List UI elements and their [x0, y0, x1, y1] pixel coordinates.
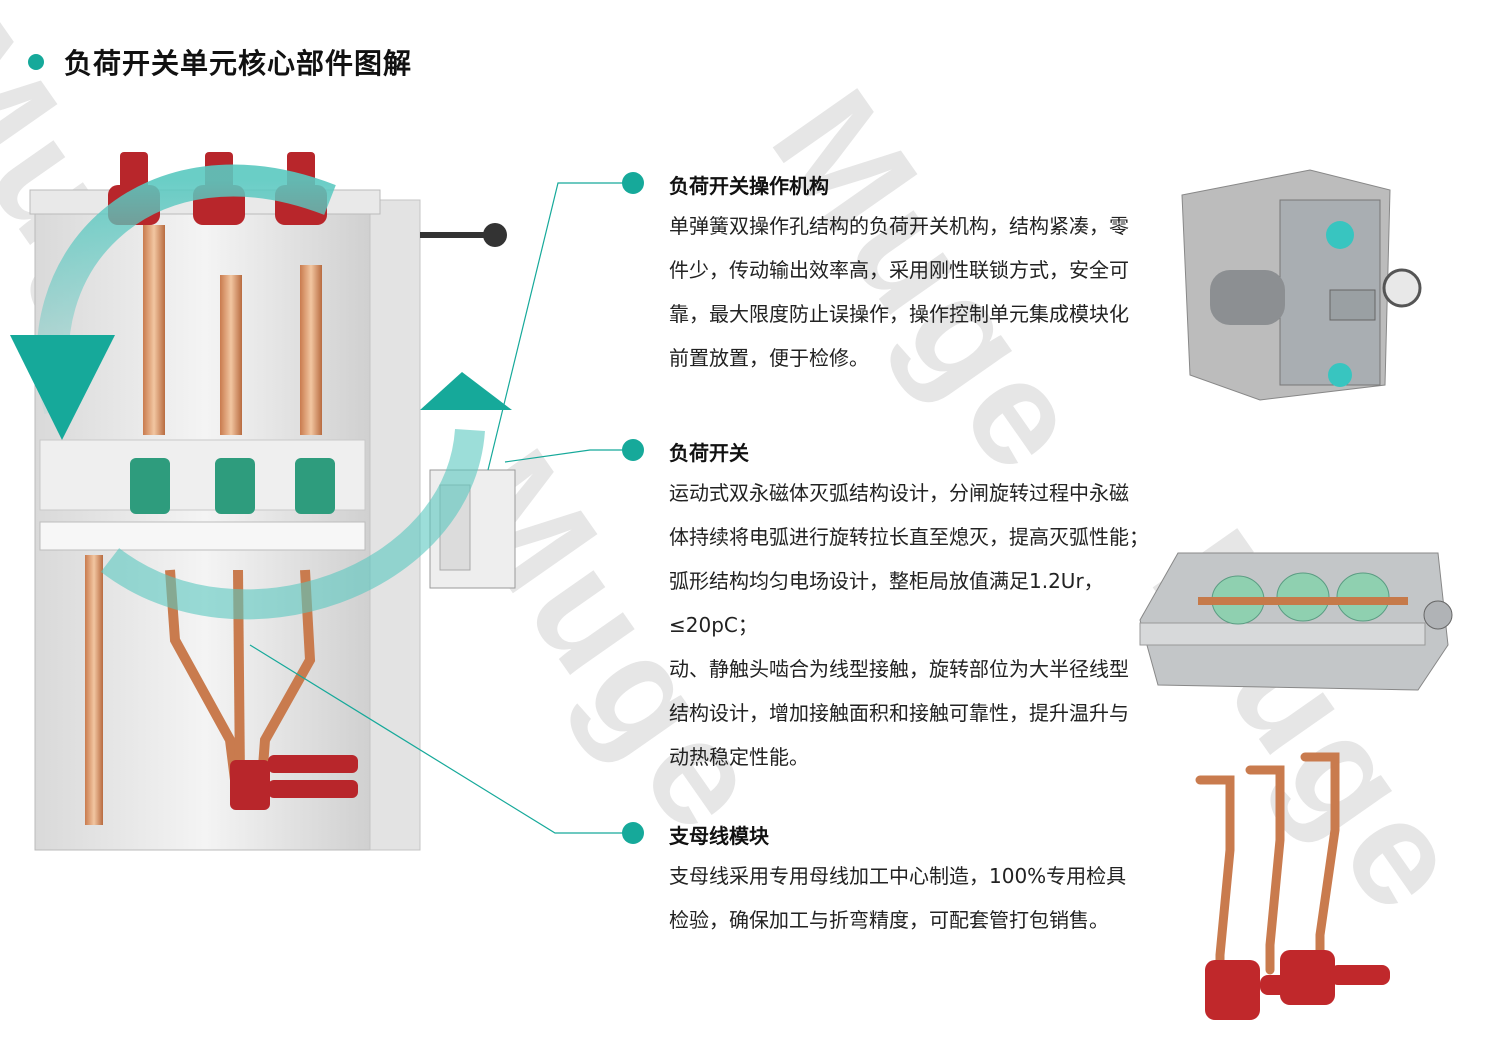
section-paragraph: 动、静触头啮合为线型接触，旋转部位为大半径线型结构设计，增加接触面积和接触可靠性…: [669, 657, 1129, 769]
section-paragraph: 支母线采用专用母线加工中心制造，100%专用检具检验，确保加工与折弯精度，可配套…: [669, 864, 1127, 932]
section-load-switch: 负荷开关 运动式双永磁体灭弧结构设计，分闸旋转过程中永磁体持续将电弧进行旋转拉长…: [622, 439, 1159, 779]
title-bullet: [28, 54, 44, 70]
section-body: 支母线采用专用母线加工中心制造，100%专用检具检验，确保加工与折弯精度，可配套…: [669, 854, 1139, 942]
section-body: 单弹簧双操作孔结构的负荷开关机构，结构紧凑，零件少，传动输出效率高，采用刚性联锁…: [669, 204, 1139, 380]
page-header: 负荷开关单元核心部件图解: [28, 42, 412, 82]
operating-mechanism-image: [1181, 169, 1422, 401]
section-body: 运动式双永磁体灭弧结构设计，分闸旋转过程中永磁体持续将电弧进行旋转拉长直至熄灭，…: [669, 471, 1159, 779]
section-title: 负荷开关操作机构: [669, 174, 829, 198]
section-title: 负荷开关: [669, 441, 749, 465]
page-title: 负荷开关单元核心部件图解: [64, 47, 413, 80]
section-bullet: [622, 439, 644, 461]
section-operating-mechanism: 负荷开关操作机构 单弹簧双操作孔结构的负荷开关机构，结构紧凑，零件少，传动输出效…: [622, 172, 1142, 372]
section-bullet: [622, 822, 644, 844]
load-switch-image: [1139, 552, 1453, 691]
section-paragraph: 运动式双永磁体灭弧结构设计，分闸旋转过程中永磁体持续将电弧进行旋转拉长直至熄灭，…: [669, 481, 1159, 637]
section-paragraph: 单弹簧双操作孔结构的负荷开关机构，结构紧凑，零件少，传动输出效率高，采用刚性联锁…: [669, 214, 1129, 370]
cabinet-illustration: [10, 152, 516, 851]
section-bullet: [622, 172, 644, 194]
busbar-module-image: [1195, 752, 1390, 1020]
section-title: 支母线模块: [669, 824, 769, 848]
section-busbar-module: 支母线模块 支母线采用专用母线加工中心制造，100%专用检具检验，确保加工与折弯…: [622, 822, 1142, 992]
